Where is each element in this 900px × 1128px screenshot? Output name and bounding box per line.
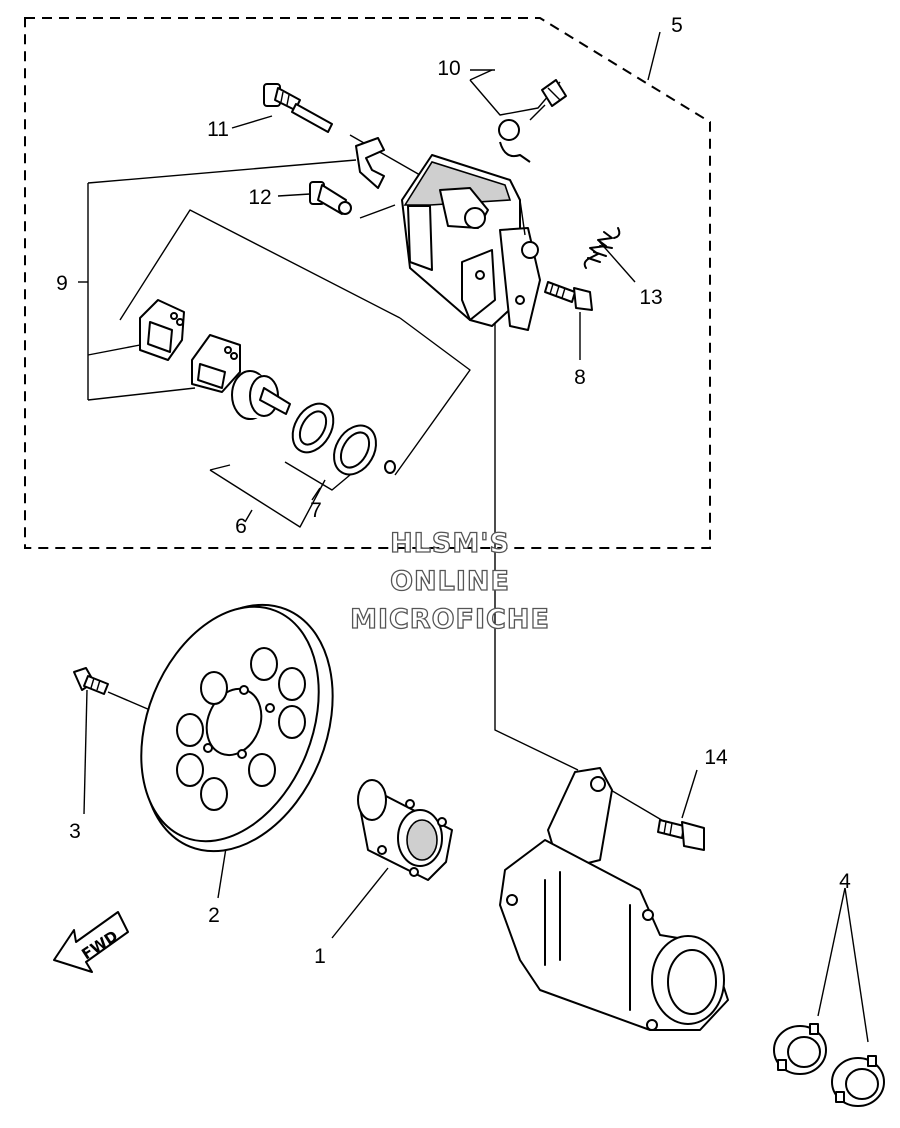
disc-bolt-part-3 xyxy=(73,667,109,695)
bolt-part-14 xyxy=(657,819,705,851)
caliper-body xyxy=(401,154,541,331)
callout-6: 6 xyxy=(235,515,247,538)
small-o-ring xyxy=(384,460,396,474)
brake-disc-part-2 xyxy=(140,603,334,853)
seal-part-7-a xyxy=(291,402,335,454)
callout-9: 9 xyxy=(56,272,68,295)
leader-lines xyxy=(78,31,869,1043)
callout-labels: 1 2 3 4 5 6 7 8 9 10 11 12 13 14 xyxy=(56,14,851,968)
bolt-part-8 xyxy=(544,281,593,311)
watermark-line-3: MICROFICHE xyxy=(350,604,550,635)
callout-1: 1 xyxy=(314,945,326,968)
callout-11: 11 xyxy=(207,118,229,141)
retaining-clip xyxy=(355,137,385,189)
axle-housing xyxy=(499,767,729,1031)
watermark-line-2: ONLINE xyxy=(390,566,510,597)
callout-7: 7 xyxy=(310,499,322,522)
callout-10: 10 xyxy=(437,57,460,80)
caliper-assembly-boundary xyxy=(24,17,711,549)
callout-5: 5 xyxy=(671,14,683,37)
pin-part-12 xyxy=(309,181,352,215)
lock-nut-part-4-a xyxy=(773,1023,827,1075)
bleed-screw-part-10 xyxy=(498,79,567,163)
callout-13: 13 xyxy=(639,286,662,309)
brake-pad-part-9-b xyxy=(191,334,241,393)
callout-3: 3 xyxy=(69,820,81,843)
hub-part-1 xyxy=(357,779,453,881)
callout-2: 2 xyxy=(208,904,220,927)
spring-part-13 xyxy=(583,227,621,269)
piston-part-6 xyxy=(231,370,291,420)
slide-pin-part-11 xyxy=(263,83,333,133)
watermark: HLSM'S ONLINE MICROFICHE xyxy=(349,527,550,635)
seal-part-7-b xyxy=(333,424,377,476)
callout-12: 12 xyxy=(248,186,271,209)
callout-8: 8 xyxy=(574,366,586,389)
direction-arrow-icon: FWD xyxy=(53,911,129,973)
callout-4: 4 xyxy=(839,870,851,893)
watermark-line-1: HLSM'S xyxy=(390,528,510,559)
brake-pad-part-9-a xyxy=(139,299,185,361)
lock-nut-part-4-b xyxy=(831,1055,885,1107)
callout-14: 14 xyxy=(704,746,728,769)
